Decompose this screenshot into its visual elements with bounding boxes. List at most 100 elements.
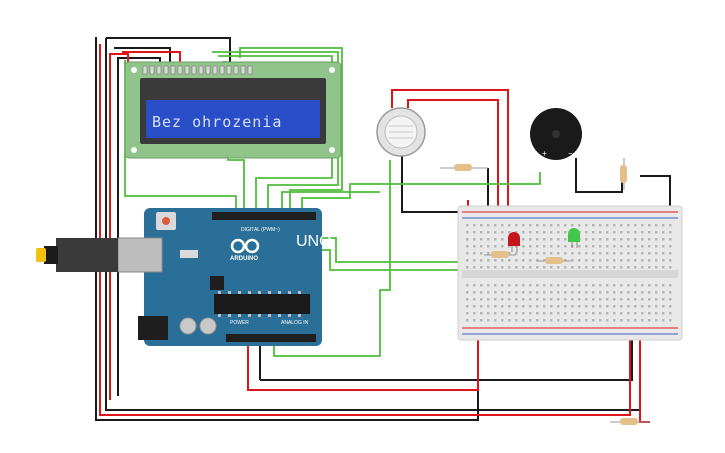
breadboard-hole: [515, 224, 518, 227]
breadboard-hole: [606, 224, 609, 227]
breadboard-hole: [634, 259, 637, 262]
breadboard-hole: [466, 312, 469, 315]
breadboard-hole: [564, 319, 567, 322]
breadboard-hole: [620, 266, 623, 269]
breadboard-hole: [522, 266, 525, 269]
power-pins-label: POWER: [230, 320, 249, 326]
breadboard-hole: [620, 312, 623, 315]
breadboard-hole: [494, 298, 497, 301]
breadboard-hole: [466, 266, 469, 269]
breadboard-hole: [543, 224, 546, 227]
breadboard-hole: [536, 284, 539, 287]
breadboard-hole: [634, 245, 637, 248]
breadboard-hole: [613, 305, 616, 308]
breadboard-hole: [480, 252, 483, 255]
breadboard-hole: [627, 266, 630, 269]
breadboard-hole: [641, 259, 644, 262]
lcd-display: [124, 61, 342, 159]
breadboard-hole: [571, 312, 574, 315]
breadboard-hole: [473, 298, 476, 301]
breadboard-hole: [557, 245, 560, 248]
breadboard-hole: [480, 259, 483, 262]
breadboard-hole: [648, 224, 651, 227]
resistor: [440, 164, 488, 171]
buzzer-plus-mark: +: [542, 149, 547, 158]
breadboard-hole: [620, 298, 623, 301]
breadboard-hole: [466, 252, 469, 255]
breadboard-hole: [508, 252, 511, 255]
usb-chip: [210, 276, 224, 290]
breadboard-hole: [529, 284, 532, 287]
reset-button-cap[interactable]: [162, 217, 170, 225]
breadboard-hole: [592, 252, 595, 255]
breadboard-hole: [655, 305, 658, 308]
breadboard-hole: [550, 305, 553, 308]
breadboard-hole: [466, 231, 469, 234]
breadboard-hole: [508, 284, 511, 287]
breadboard-hole: [648, 259, 651, 262]
breadboard-hole: [487, 319, 490, 322]
breadboard-hole: [501, 291, 504, 294]
breadboard-hole: [543, 298, 546, 301]
breadboard-hole: [662, 245, 665, 248]
breadboard-hole: [501, 319, 504, 322]
breadboard-hole: [543, 252, 546, 255]
breadboard-hole: [662, 224, 665, 227]
breadboard-hole: [557, 224, 560, 227]
breadboard-hole: [620, 259, 623, 262]
breadboard-hole: [655, 284, 658, 287]
breadboard-hole: [669, 245, 672, 248]
breadboard-hole: [662, 298, 665, 301]
breadboard-hole: [599, 298, 602, 301]
breadboard-hole: [557, 231, 560, 234]
breadboard-hole: [613, 231, 616, 234]
breadboard-hole: [529, 319, 532, 322]
breadboard-hole: [648, 266, 651, 269]
breadboard-hole: [501, 312, 504, 315]
breadboard-hole: [627, 224, 630, 227]
breadboard-hole: [592, 298, 595, 301]
breadboard-hole: [634, 231, 637, 234]
breadboard-hole: [557, 284, 560, 287]
breadboard-hole: [487, 298, 490, 301]
arduino-uno-board: [117, 208, 322, 346]
breadboard-hole: [613, 266, 616, 269]
breadboard-hole: [529, 298, 532, 301]
breadboard-hole: [592, 259, 595, 262]
breadboard-hole: [473, 245, 476, 248]
breadboard-hole: [466, 238, 469, 241]
breadboard-hole: [543, 291, 546, 294]
arduino-logo-icon: [230, 238, 260, 254]
breadboard-hole: [585, 245, 588, 248]
breadboard-hole: [571, 266, 574, 269]
breadboard-hole: [634, 312, 637, 315]
breadboard-hole: [501, 224, 504, 227]
breadboard-hole: [557, 252, 560, 255]
breadboard-hole: [564, 305, 567, 308]
breadboard-hole: [536, 319, 539, 322]
breadboard-hole: [487, 266, 490, 269]
breadboard-hole: [599, 259, 602, 262]
breadboard-hole: [620, 319, 623, 322]
breadboard-hole: [501, 284, 504, 287]
breadboard-hole: [501, 231, 504, 234]
breadboard-hole: [501, 305, 504, 308]
breadboard-hole: [487, 252, 490, 255]
breadboard-hole: [536, 298, 539, 301]
breadboard-hole: [550, 231, 553, 234]
breadboard-hole: [508, 291, 511, 294]
breadboard-hole: [627, 305, 630, 308]
breadboard-hole: [627, 291, 630, 294]
breadboard-hole: [466, 305, 469, 308]
breadboard-hole: [669, 298, 672, 301]
breadboard-hole: [606, 319, 609, 322]
breadboard-hole: [473, 319, 476, 322]
analog-pins-label: ANALOG IN: [281, 320, 309, 326]
piezo-buzzer-icon: + −: [530, 108, 582, 160]
arduino-brand-label: ARDUINO: [230, 256, 258, 262]
uno-label: UNO: [296, 233, 332, 250]
breadboard-hole: [592, 231, 595, 234]
lcd-mount-hole: [329, 147, 335, 153]
breadboard-hole: [599, 305, 602, 308]
